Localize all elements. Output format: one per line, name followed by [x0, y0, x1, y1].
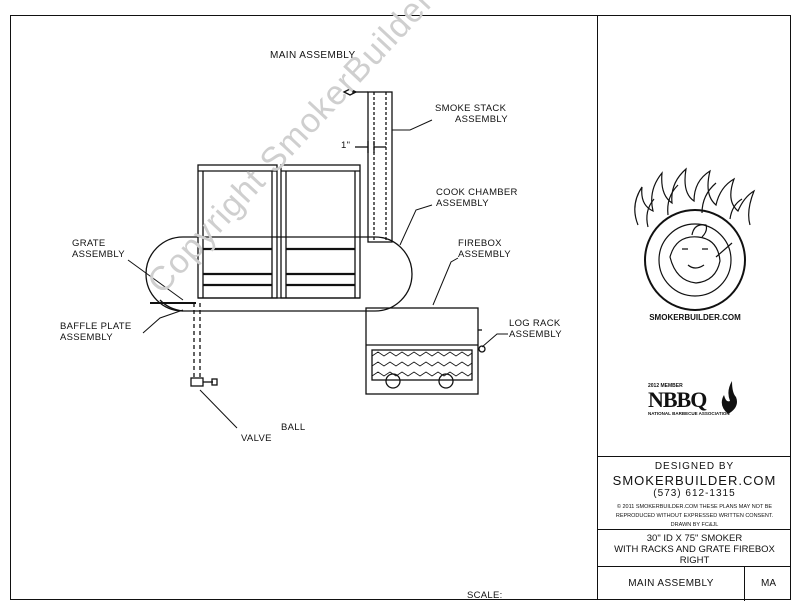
sheet-title: MAIN ASSEMBLY — [628, 578, 714, 589]
smoke-stack — [367, 91, 393, 243]
drawing-border — [10, 15, 791, 600]
logo-ring-text: SMOKERBUILDER.COM — [649, 313, 741, 322]
nbbq-wordmark: NBBQ — [648, 387, 707, 412]
valve-label: VALVE — [241, 433, 272, 444]
nbbq-flame-icon — [721, 381, 737, 414]
designer-block: DESIGNED BY SMOKERBUILDER.COM (573) 612-… — [598, 456, 791, 544]
description-block: 30" ID X 75" SMOKER WITH RACKS AND GRATE… — [598, 529, 791, 566]
page-title: MAIN ASSEMBLY — [270, 50, 356, 61]
firebox-body — [365, 307, 479, 395]
rack-frame-right — [280, 164, 361, 299]
ball-valve — [190, 377, 204, 387]
cook-chamber-body — [145, 236, 413, 312]
description-line-1: 30" ID X 75" SMOKER — [646, 533, 743, 544]
drawn-by: DRAWN BY FC&JL — [670, 522, 719, 528]
company-phone: (573) 612-1315 — [653, 488, 736, 499]
description-line-2: WITH RACKS AND GRATE FIREBOX — [614, 544, 775, 555]
logo-ring-inner — [658, 223, 732, 297]
designed-by: DESIGNED BY — [654, 461, 735, 472]
scale-label: SCALE: — [467, 590, 503, 601]
sheet-row: MAIN ASSEMBLY MA — [598, 566, 791, 601]
copyright-line-1: © 2011 SMOKERBUILDER.COM THESE PLANS MAY… — [616, 504, 773, 510]
nbbq-logo: 2012 MEMBER NBBQ NATIONAL BARBECUE ASSOC… — [648, 381, 748, 416]
nbbq-member-year: 2012 MEMBER — [648, 383, 683, 389]
nbbq-subtitle: NATIONAL BARBECUE ASSOCIATION — [648, 411, 730, 416]
smokerbuilder-logo: SMOKERBUILDER.COM — [634, 167, 756, 322]
pig-chef-icon — [669, 224, 721, 284]
rack-frame-left — [197, 164, 278, 299]
title-block: SMOKERBUILDER.COM 2012 MEMBER NBBQ NATIO… — [597, 15, 791, 601]
flames-icon — [634, 167, 756, 226]
cooking-racks — [203, 247, 355, 287]
sheet-code: MA — [761, 578, 776, 589]
description-line-3: RIGHT — [679, 555, 710, 566]
sheet-divider — [744, 567, 745, 601]
copyright-line-2: REPRODUCED WITHOUT EXPRESSED WRITTEN CON… — [615, 513, 774, 519]
log-rack-mesh — [371, 351, 473, 377]
company-name: SMOKERBUILDER.COM — [612, 473, 777, 488]
dimension-label: 1" — [341, 140, 351, 151]
logo-ring-outer — [644, 209, 746, 311]
ball-label: BALL — [281, 422, 306, 433]
